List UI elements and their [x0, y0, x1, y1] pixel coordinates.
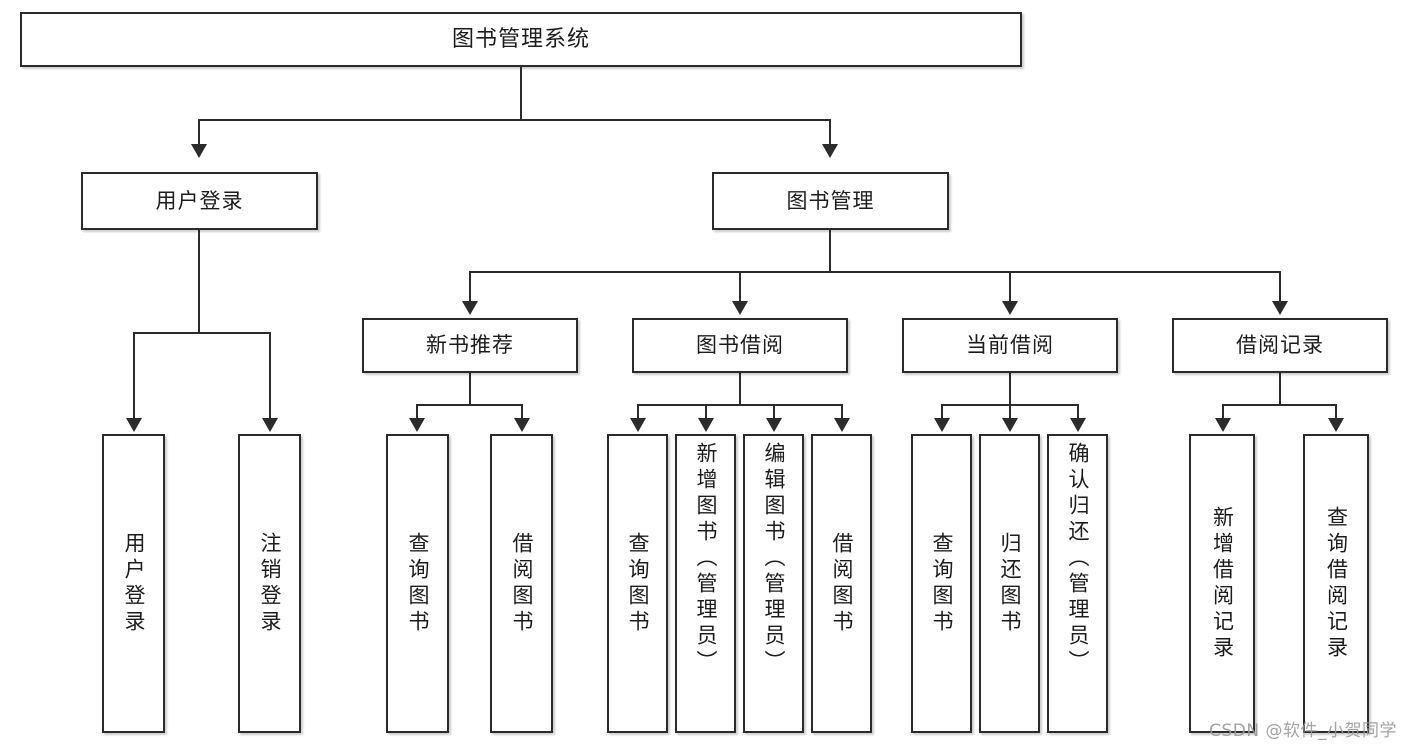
arrow-leaf-borrow-book-2	[834, 418, 850, 432]
connector-drop-book-management	[829, 119, 831, 146]
leaf-user-login-label: 用户登录	[122, 531, 146, 636]
connector-new-book-recommend-stem	[469, 373, 471, 405]
watermark: CSDN @软件_小贺同学	[1209, 721, 1397, 741]
connector-drop-leaf-add-book	[705, 404, 707, 420]
arrow-leaf-logout	[262, 418, 278, 432]
arrow-leaf-add-record	[1215, 418, 1231, 432]
leaf-query-book-3[interactable]: 查询图书	[911, 434, 972, 733]
connector-user-login-stem	[198, 230, 200, 333]
leaf-query-record[interactable]: 查询借阅记录	[1303, 434, 1369, 733]
connector-drop-leaf-query-record	[1335, 404, 1337, 420]
connector-user-login-bus	[133, 332, 270, 334]
node-borrow-record-label: 借阅记录	[1236, 333, 1324, 358]
node-user-login[interactable]: 用户登录	[81, 172, 318, 230]
node-book-management[interactable]: 图书管理	[712, 172, 949, 230]
connector-borrow-record-bus	[1222, 404, 1337, 406]
node-new-book-recommend[interactable]: 新书推荐	[362, 318, 578, 373]
connector-drop-leaf-confirm-return	[1077, 404, 1079, 420]
connector-drop-leaf-user-login	[133, 332, 135, 420]
leaf-return-book[interactable]: 归还图书	[979, 434, 1040, 733]
connector-root-stem	[520, 67, 522, 120]
leaf-confirm-return[interactable]: 确认归还（管理员）	[1047, 434, 1108, 733]
leaf-query-book-3-label: 查询图书	[930, 531, 954, 636]
arrow-borrow-record	[1272, 301, 1288, 315]
connector-drop-leaf-query-book-2	[637, 404, 639, 420]
leaf-confirm-return-label: 确认归还（管理员）	[1066, 442, 1090, 676]
arrow-leaf-borrow-book-1	[514, 418, 530, 432]
leaf-query-book-1[interactable]: 查询图书	[386, 434, 449, 733]
arrow-new-book-recommend	[462, 301, 478, 315]
leaf-user-login[interactable]: 用户登录	[102, 434, 165, 733]
connector-new-book-recommend-bus	[416, 404, 523, 406]
leaf-query-book-1-label: 查询图书	[406, 531, 430, 636]
arrow-current-borrow	[1002, 301, 1018, 315]
connector-drop-new-book-recommend	[469, 271, 471, 303]
leaf-add-book-label: 新增图书（管理员）	[694, 442, 718, 676]
connector-level1-bus	[198, 119, 831, 121]
connector-drop-leaf-borrow-book-1	[521, 404, 523, 420]
arrow-user-login	[191, 144, 207, 158]
leaf-logout-label: 注销登录	[258, 531, 282, 636]
arrow-leaf-query-book-3	[934, 418, 950, 432]
node-book-borrow-label: 图书借阅	[696, 333, 784, 358]
connector-current-borrow-stem	[1009, 373, 1011, 405]
node-book-borrow[interactable]: 图书借阅	[632, 318, 848, 373]
connector-drop-current-borrow	[1009, 271, 1011, 303]
leaf-edit-book[interactable]: 编辑图书（管理员）	[743, 434, 804, 733]
leaf-add-record[interactable]: 新增借阅记录	[1189, 434, 1255, 733]
node-root[interactable]: 图书管理系统	[20, 12, 1022, 67]
leaf-query-book-2[interactable]: 查询图书	[607, 434, 668, 733]
leaf-return-book-label: 归还图书	[998, 531, 1022, 636]
connector-drop-leaf-query-book-1	[416, 404, 418, 420]
connector-level3-bus	[469, 271, 1280, 273]
node-book-management-label: 图书管理	[786, 188, 875, 213]
connector-drop-leaf-edit-book	[773, 404, 775, 420]
connector-drop-leaf-logout	[269, 332, 271, 420]
arrow-book-management	[822, 144, 838, 158]
connector-book-borrow-bus	[637, 404, 842, 406]
arrow-leaf-query-record	[1328, 418, 1344, 432]
arrow-leaf-user-login	[126, 418, 142, 432]
connector-drop-book-borrow	[739, 271, 741, 303]
leaf-query-book-2-label: 查询图书	[626, 531, 650, 636]
node-current-borrow-label: 当前借阅	[966, 333, 1054, 358]
connector-drop-leaf-query-book-3	[941, 404, 943, 420]
leaf-borrow-book-1-label: 借阅图书	[510, 531, 534, 636]
connector-drop-leaf-add-record	[1222, 404, 1224, 420]
arrow-leaf-return-book	[1002, 418, 1018, 432]
leaf-query-record-label: 查询借阅记录	[1324, 505, 1349, 662]
leaf-edit-book-label: 编辑图书（管理员）	[762, 442, 786, 676]
leaf-borrow-book-2-label: 借阅图书	[830, 531, 854, 636]
arrow-leaf-confirm-return	[1070, 418, 1086, 432]
node-borrow-record[interactable]: 借阅记录	[1172, 318, 1388, 373]
arrow-book-borrow	[732, 301, 748, 315]
leaf-borrow-book-2[interactable]: 借阅图书	[811, 434, 872, 733]
leaf-borrow-book-1[interactable]: 借阅图书	[490, 434, 553, 733]
connector-drop-user-login	[198, 119, 200, 146]
node-current-borrow[interactable]: 当前借阅	[902, 318, 1118, 373]
leaf-add-book[interactable]: 新增图书（管理员）	[675, 434, 736, 733]
arrow-leaf-add-book	[698, 418, 714, 432]
connector-drop-borrow-record	[1279, 271, 1281, 303]
arrow-leaf-edit-book	[766, 418, 782, 432]
leaf-logout[interactable]: 注销登录	[238, 434, 301, 733]
arrow-leaf-query-book-2	[630, 418, 646, 432]
leaf-add-record-label: 新增借阅记录	[1210, 505, 1235, 662]
connector-drop-leaf-borrow-book-2	[841, 404, 843, 420]
node-user-login-label: 用户登录	[155, 188, 244, 213]
node-new-book-recommend-label: 新书推荐	[426, 333, 514, 358]
connector-drop-leaf-return-book	[1009, 404, 1011, 420]
connector-book-management-stem	[829, 230, 831, 272]
connector-book-borrow-stem	[739, 373, 741, 405]
node-root-label: 图书管理系统	[451, 26, 590, 52]
arrow-leaf-query-book-1	[409, 418, 425, 432]
connector-borrow-record-stem	[1279, 373, 1281, 405]
